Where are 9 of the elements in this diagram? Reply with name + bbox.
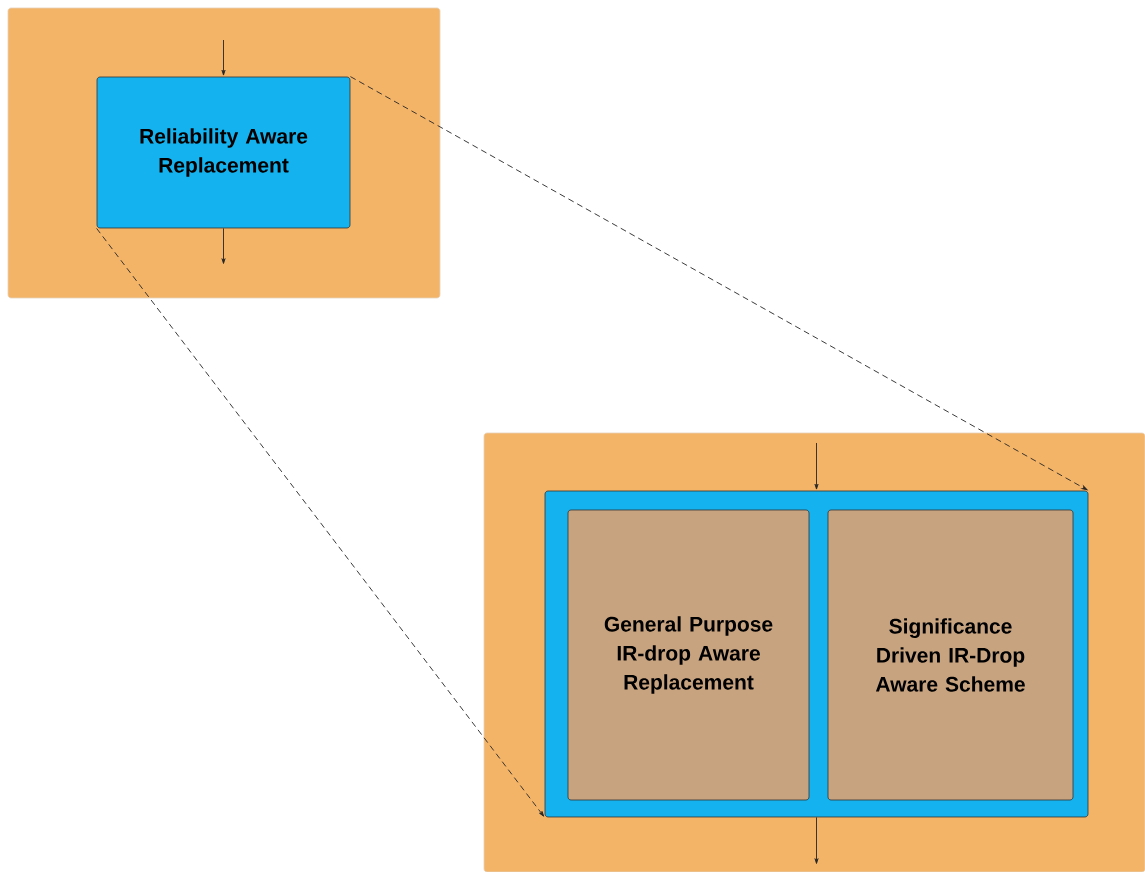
arrow [221,39,226,76]
text-box: Significance Driven IR-Drop Aware Scheme [827,509,1074,801]
arrow [221,227,226,264]
process-box: Reliability Aware Replacement [96,76,351,229]
arrow [814,816,819,864]
text-box: General Purpose IR-drop Aware Replacement [567,509,810,801]
arrow [814,442,819,490]
dashed-arrow [349,76,1088,491]
dashed-arrow [96,227,545,817]
